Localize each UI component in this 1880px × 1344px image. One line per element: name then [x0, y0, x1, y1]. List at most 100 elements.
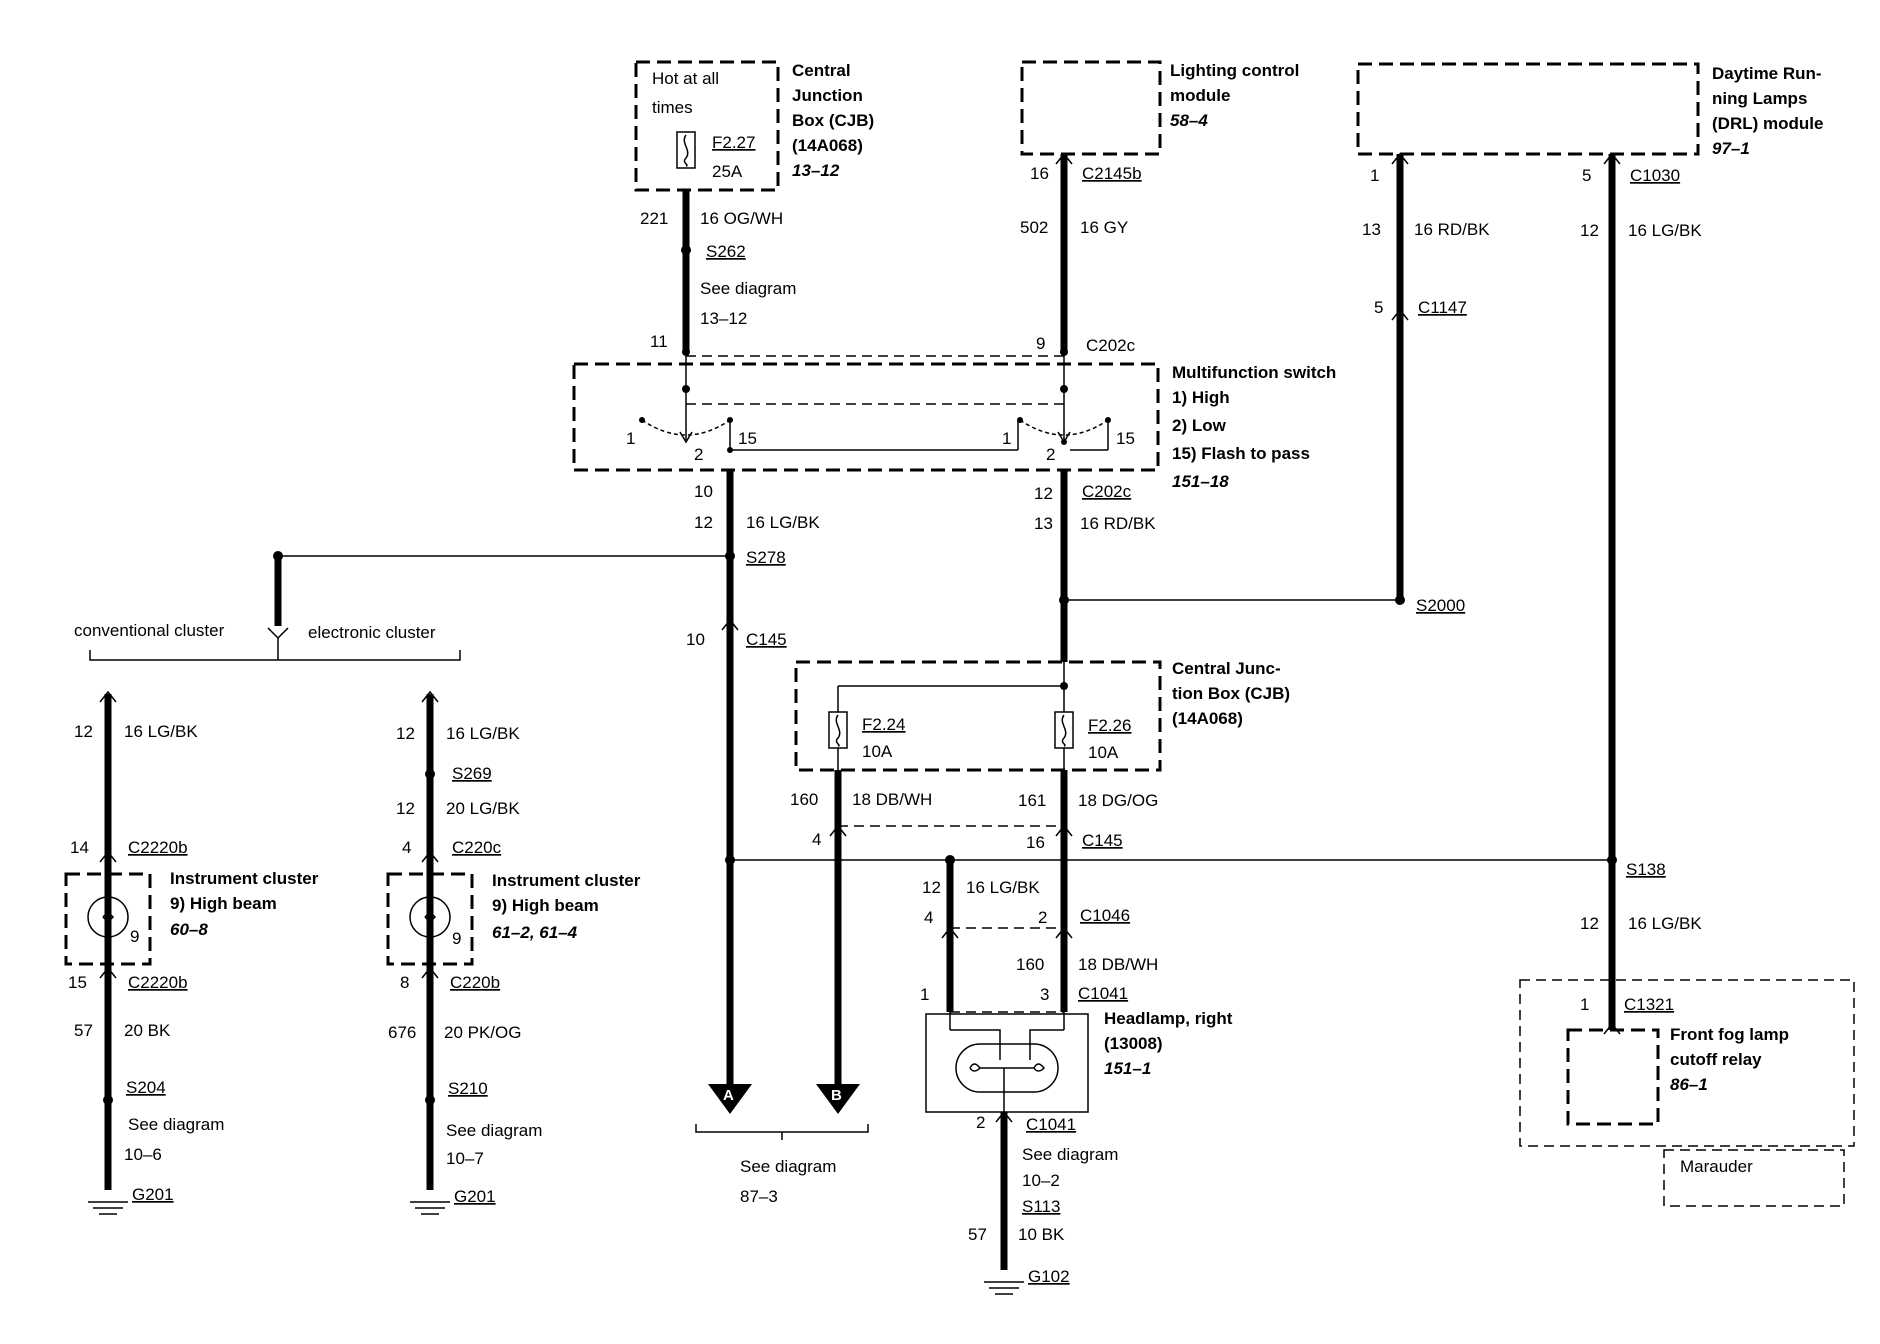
fog-pin-1: 1: [1580, 995, 1589, 1014]
pin-9: 9: [1036, 334, 1045, 353]
headlamp-right: 12 16 LG/BK 4 2 C1046 160 18 DB/WH 1 3 C…: [920, 878, 1233, 1295]
cjb-lower: F2.24 10A F2.26 10A Central Junc- tion B…: [794, 659, 1290, 772]
rc-w-20lgbk: 20 LG/BK: [446, 799, 520, 818]
hl-w-10bk: 10 BK: [1018, 1225, 1065, 1244]
c202c-top: C202c: [1086, 336, 1136, 355]
rc-item: 9) High beam: [492, 896, 599, 915]
hl-w-18dbwh: 18 DB/WH: [1078, 955, 1158, 974]
c202c-mid: C202c: [1082, 482, 1132, 501]
pin-4-c145: 4: [812, 830, 821, 849]
fog-lamp-relay: 12 16 LG/BK 1 C1321 Front fog lamp cutof…: [1519, 914, 1855, 1207]
w-16lgbk: 16 LG/BK: [1628, 221, 1702, 240]
rc-s269: S269: [452, 764, 492, 783]
rc-title: Instrument cluster: [492, 871, 641, 890]
rc-w-20pkog: 20 PK/OG: [444, 1023, 521, 1042]
multifunction-switch: 1 2 15 1 2 15 Multifunction switch 1) Hi…: [572, 355, 1336, 491]
ground-icon: [984, 1281, 1024, 1295]
c145-mid: C145: [746, 630, 787, 649]
hl-pin-2: 2: [1038, 908, 1047, 927]
circ-13: 13: [1362, 220, 1381, 239]
hl-s113: S113: [1022, 1197, 1060, 1216]
circ-221: 221: [640, 209, 668, 228]
hl-c1046: C1046: [1080, 906, 1130, 925]
lc-g201: G201: [132, 1185, 174, 1204]
rc-pin-9: 9: [452, 929, 461, 948]
rc-ref: 61–2, 61–4: [492, 923, 578, 942]
sw-r-1: 1: [1002, 429, 1011, 448]
fuse-f227-amp: 25A: [712, 162, 743, 181]
offpage-b-label: B: [831, 1087, 842, 1104]
lc-s204: S204: [126, 1078, 166, 1097]
fog-w-16lgbk: 16 LG/BK: [1628, 914, 1702, 933]
hl-pin-4: 4: [924, 908, 933, 927]
w-18dgog: 18 DG/OG: [1078, 791, 1158, 810]
drl-title-2: ning Lamps: [1712, 89, 1807, 108]
fog-title-1: Front fog lamp: [1670, 1025, 1789, 1044]
s262: S262: [706, 242, 746, 261]
mfs-item-3: 15) Flash to pass: [1172, 444, 1310, 463]
hl-title-2: (13008): [1104, 1034, 1163, 1053]
sw-l-2: 2: [694, 445, 703, 464]
w-18dbwh: 18 DB/WH: [852, 790, 932, 809]
mfs-item-1: 1) High: [1172, 388, 1230, 407]
ground-icon: [410, 1201, 450, 1215]
w-16lgbk-mid: 16 LG/BK: [746, 513, 820, 532]
lc-pin-9: 9: [130, 927, 139, 946]
w-16gy: 16 GY: [1080, 218, 1128, 237]
ref-1312: 13–12: [700, 309, 747, 328]
lcm-ref: 58–4: [1170, 111, 1208, 130]
hl-g102: G102: [1028, 1267, 1070, 1286]
cjb2-title-1: Central Junc-: [1172, 659, 1281, 678]
hl-circ-12: 12: [922, 878, 941, 897]
hl-pin-2b: 2: [976, 1113, 985, 1132]
rc-see-diagram: See diagram: [446, 1121, 542, 1140]
w-16rdbk-mid: 16 RD/BK: [1080, 514, 1156, 533]
drl-title-1: Daytime Run-: [1712, 64, 1822, 83]
sw-r-2: 2: [1046, 445, 1055, 464]
fuse-f224-amp: 10A: [862, 742, 893, 761]
c2145b: C2145b: [1082, 164, 1142, 183]
c1030: C1030: [1630, 166, 1680, 185]
lcm-box: [1020, 60, 1162, 156]
top-wires: 16 C2145b 1 5 C1030 221 16 OG/WH S262 Se…: [640, 152, 1702, 1022]
sw-r-15: 15: [1116, 429, 1135, 448]
s278: S278: [746, 548, 786, 567]
fuse-f227-element: [683, 134, 689, 167]
rc-ref-diag: 10–7: [446, 1149, 484, 1168]
rc-c220b: C220b: [450, 973, 500, 992]
headlamp-bulb-icon: [955, 1043, 1059, 1093]
electronic-cluster-label: electronic cluster: [308, 623, 436, 642]
c1147: C1147: [1418, 298, 1467, 317]
drl-pin-1: 1: [1370, 166, 1379, 185]
cjb-top-box: [634, 60, 780, 192]
drl-title-3: (DRL) module: [1712, 114, 1823, 133]
hl-c1041b: C1041: [1026, 1115, 1076, 1134]
drl-ref: 97–1: [1712, 139, 1750, 158]
lc-w-20bk: 20 BK: [124, 1021, 171, 1040]
high-beam-indicator-icon: [409, 896, 451, 938]
hl-pin-3: 3: [1040, 985, 1049, 1004]
hl-title-1: Headlamp, right: [1104, 1009, 1233, 1028]
fog-outer-box: [1519, 979, 1855, 1147]
left-cluster: 12 16 LG/BK 14 C2220b Instrument cluster…: [64, 690, 319, 1215]
fog-c1321: C1321: [1624, 995, 1674, 1014]
rc-s210: S210: [448, 1079, 488, 1098]
rc-w-16lgbk: 16 LG/BK: [446, 724, 520, 743]
high-beam-indicator-icon: [87, 896, 129, 938]
rc-circ-12: 12: [396, 724, 415, 743]
fog-circ-12: 12: [1580, 914, 1599, 933]
lc-w-16lgbk: 16 LG/BK: [124, 722, 198, 741]
rc-g201: G201: [454, 1187, 496, 1206]
pin-12-mid: 12: [1034, 484, 1053, 503]
fog-title-2: cutoff relay: [1670, 1050, 1762, 1069]
rc-pin-4: 4: [402, 838, 411, 857]
rc-circ-12b: 12: [396, 799, 415, 818]
fuse-f226-amp: 10A: [1088, 743, 1119, 762]
pin-10-c145: 10: [686, 630, 705, 649]
w-16rdbk: 16 RD/BK: [1414, 220, 1490, 239]
lc-ref-diag: 10–6: [124, 1145, 162, 1164]
fuse-f227-icon: [676, 131, 696, 169]
mfs-item-2: 2) Low: [1172, 416, 1227, 435]
hl-c1041: C1041: [1078, 984, 1128, 1003]
